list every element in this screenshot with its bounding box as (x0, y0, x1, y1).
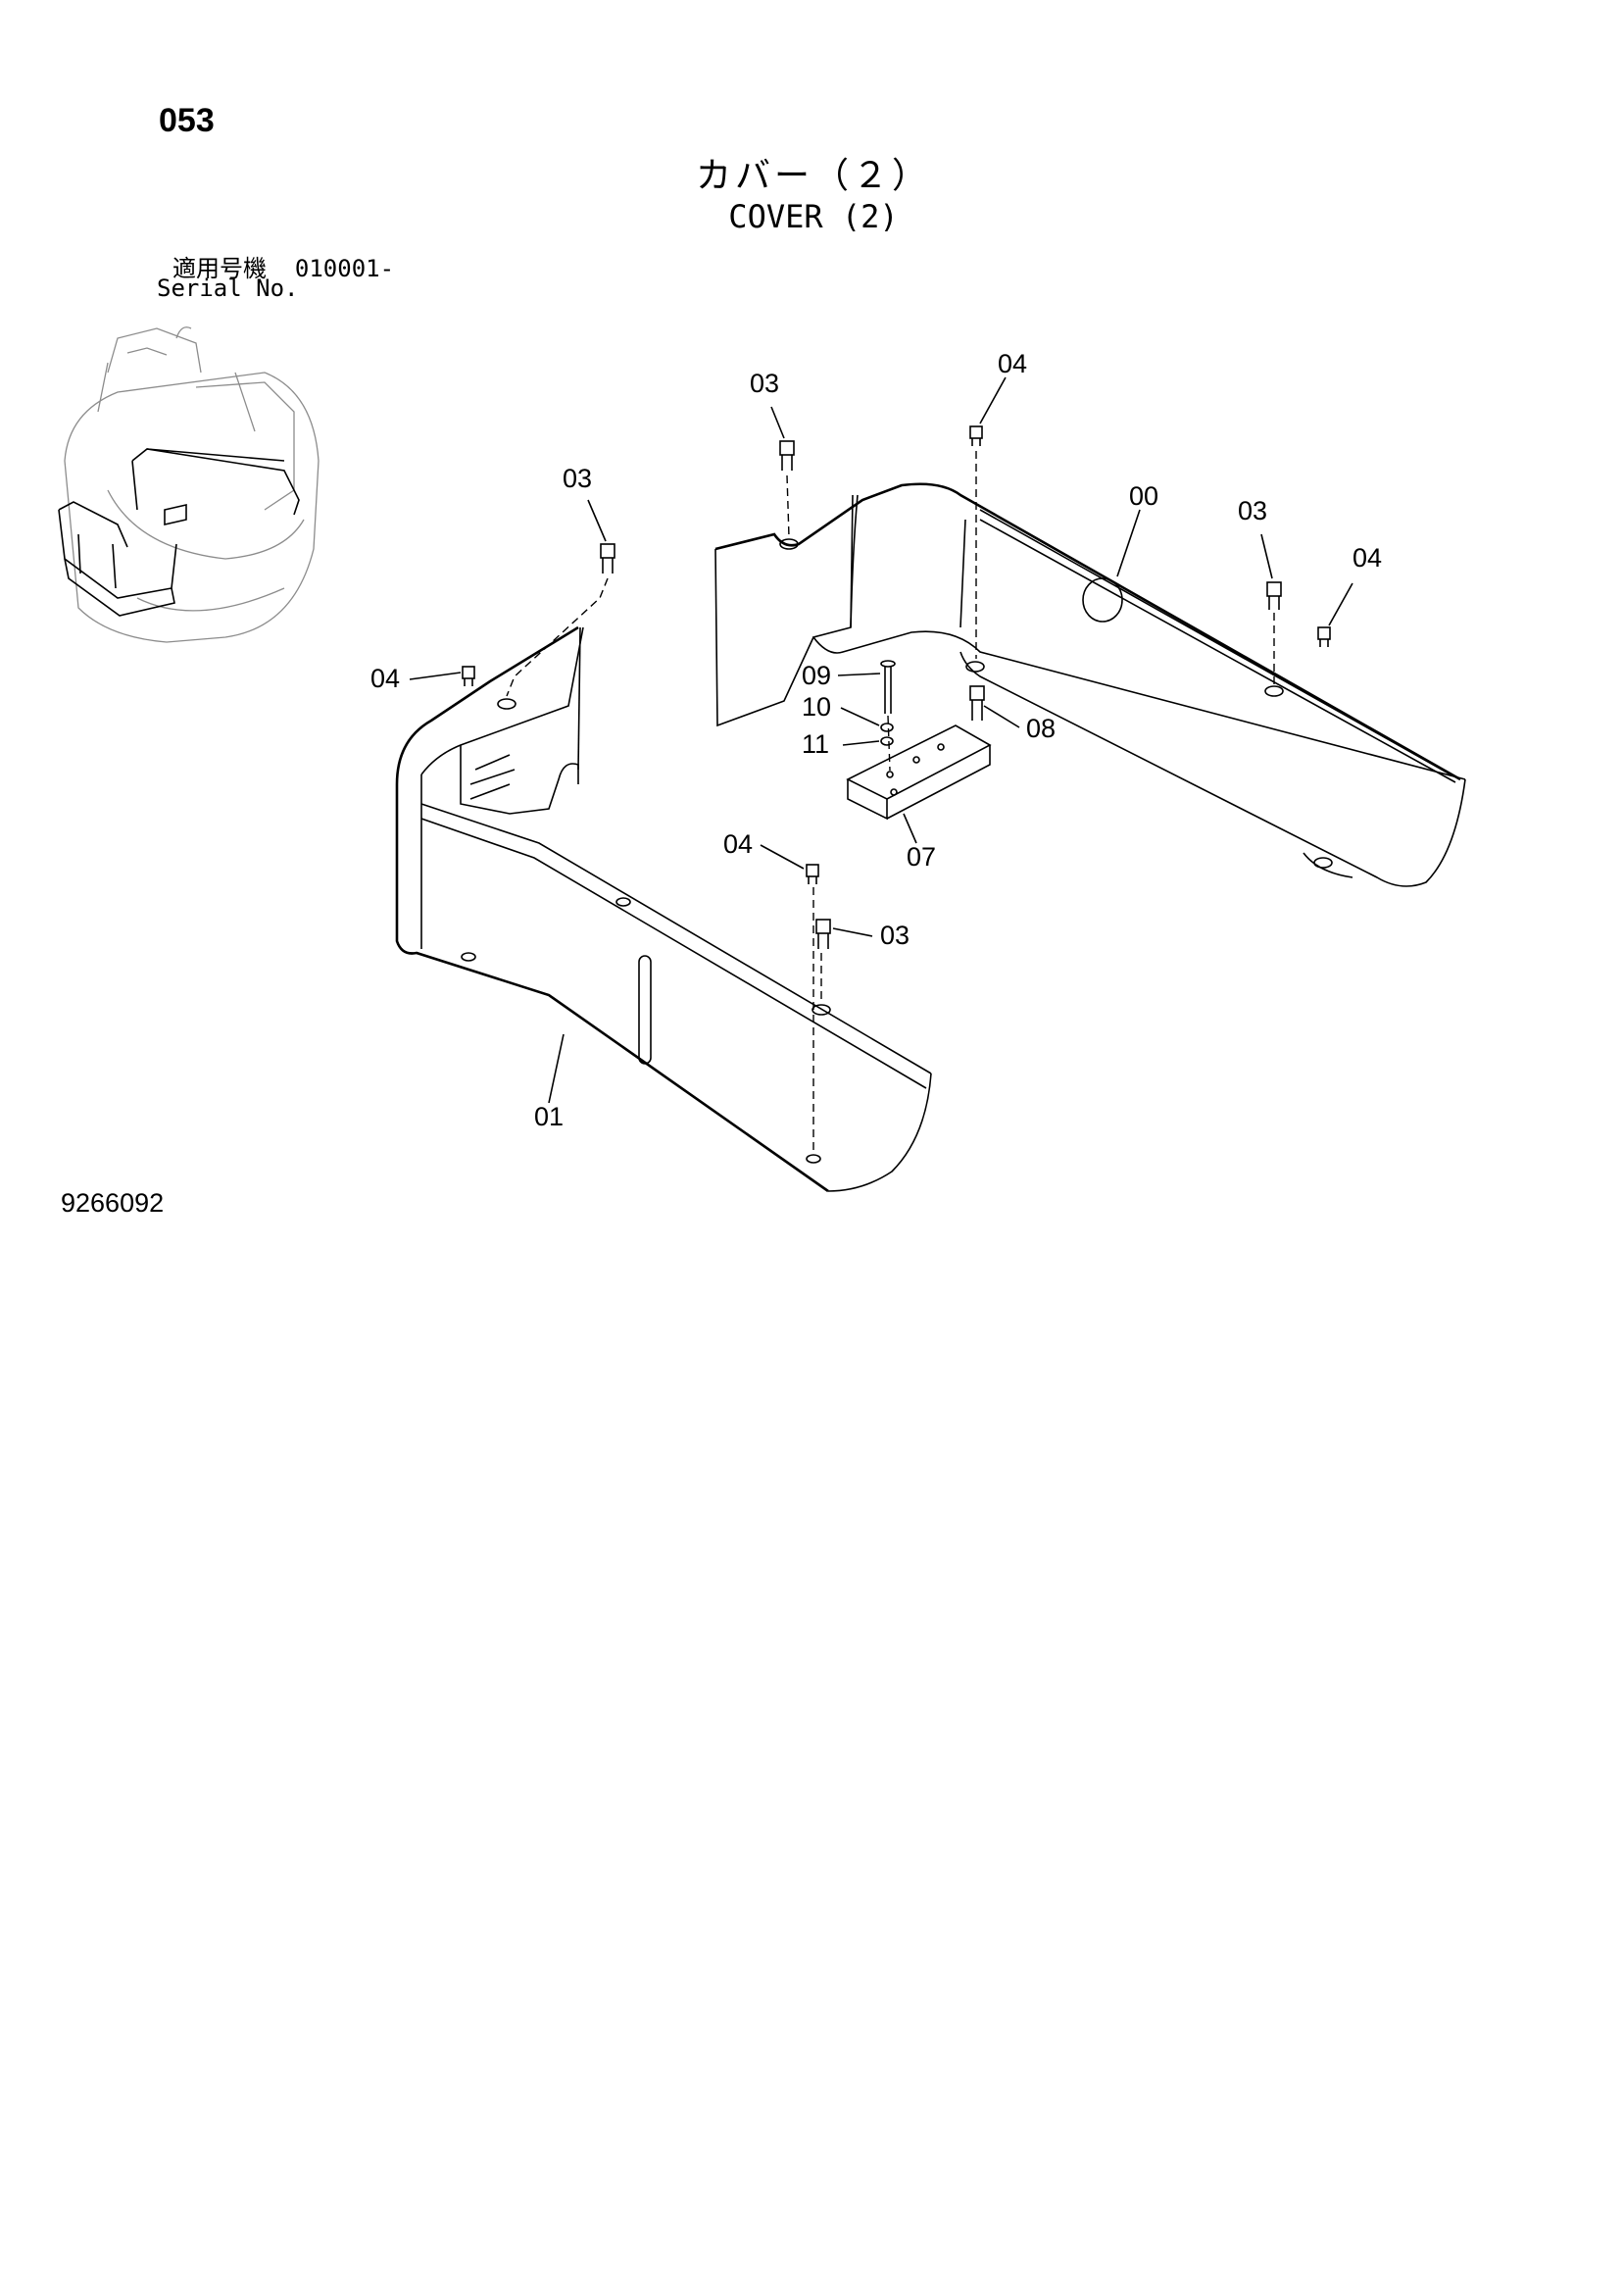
callout-c04: 00 (1129, 481, 1158, 511)
callout-c13: 04 (723, 829, 753, 859)
bracket-part-07 (846, 724, 992, 821)
callout-c15: 01 (534, 1102, 564, 1131)
serial-value: 010001- (294, 255, 395, 282)
callout-c07: 04 (370, 664, 400, 693)
cover-part-00 (714, 482, 1466, 887)
callout-c02: 04 (998, 349, 1027, 378)
callout-c08: 09 (802, 661, 831, 690)
serial-label-english: Serial No. (157, 275, 299, 302)
callout-c09: 10 (802, 692, 831, 722)
location-thumbnail (58, 326, 320, 643)
callout-c14: 03 (880, 921, 910, 950)
bolt-hardware (462, 425, 1331, 949)
serial-label-japanese: 適用号機 (172, 255, 267, 282)
callout-c10: 11 (802, 729, 829, 759)
assembly-lines (506, 451, 1275, 1152)
page-code: 053 (159, 102, 215, 139)
leader-lines (409, 376, 1353, 1104)
title-japanese: カバー（２） (695, 156, 931, 196)
callout-c05: 03 (1238, 496, 1267, 525)
callout-c03: 03 (563, 464, 592, 493)
serial-applicability: 適用号機 010001- (172, 249, 394, 283)
document-number: 9266092 (61, 1188, 165, 1218)
callout-c11: 08 (1026, 714, 1056, 743)
title-english: COVER (2) (728, 198, 899, 235)
callout-labels: 03 04 03 00 03 04 04 09 10 11 08 07 04 0… (370, 349, 1382, 1131)
callout-c12: 07 (907, 842, 936, 872)
callout-c01: 03 (750, 369, 779, 398)
cover-part-01 (395, 625, 932, 1193)
callout-c06: 04 (1352, 543, 1382, 573)
